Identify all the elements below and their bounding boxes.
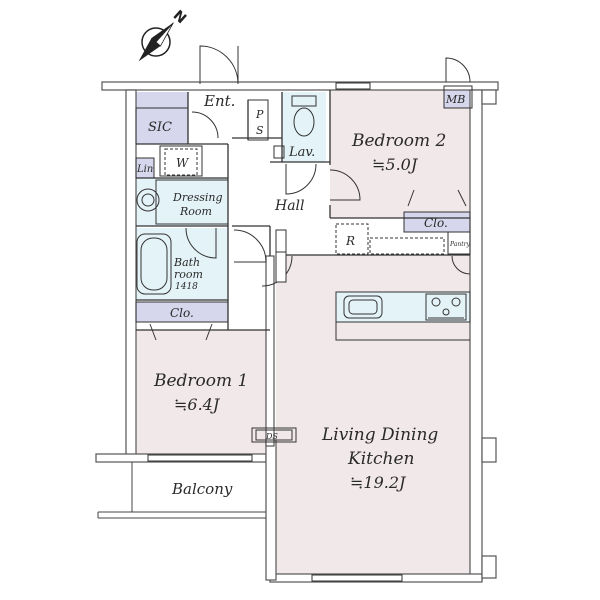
mb-area (444, 86, 472, 108)
pantry-box (447, 231, 471, 255)
doors (149, 45, 471, 341)
pantry-door (451, 255, 471, 275)
mb-label: MB (445, 93, 465, 106)
kitchen-sink (343, 295, 383, 319)
compass: N (138, 7, 189, 62)
closet-b2-door-l (407, 189, 415, 207)
left-wall (125, 89, 137, 461)
lav-area (282, 92, 326, 162)
storage-outlines (135, 85, 473, 443)
linen-area (136, 158, 154, 178)
bedroom1-size: ≒6.4J (174, 395, 221, 414)
sic-top-strip (136, 92, 188, 108)
lav-door (285, 163, 317, 195)
dressing-label-2: Room (179, 205, 212, 218)
lav-label: Lav. (288, 145, 315, 160)
bedroom2-name: Bedroom 2 (351, 131, 446, 151)
fixtures (136, 95, 471, 441)
entrance-door (199, 45, 239, 85)
hall-label: Hall (274, 198, 305, 214)
bedroom1-name: Bedroom 1 (153, 371, 248, 391)
ldk-label-2: Kitchen (347, 449, 414, 469)
right-wall (469, 89, 483, 581)
ps-label-p: P (255, 108, 264, 121)
washbasin (136, 188, 160, 212)
kitchen-counter (335, 291, 471, 323)
sic-label: SIC (148, 120, 172, 135)
mb-door (445, 57, 471, 83)
pantry-label: Pantry (449, 241, 470, 248)
balcony-label: Balcony (171, 480, 233, 498)
closet-b1-door-l (149, 323, 157, 341)
closet-b1-area (136, 302, 228, 322)
bath-label-1: Bath (173, 256, 200, 269)
bath-label-2: room (174, 268, 203, 281)
ldk-label-1: Living Dining (321, 425, 438, 445)
entrance-label: Ent. (203, 92, 235, 110)
windows (147, 82, 403, 582)
bath-size-label: 1418 (175, 282, 198, 292)
labels: Ent. SIC P S Lav. Bedroom 2 ≒5.0J MB W L… (136, 92, 470, 498)
ldk-left-wall (265, 439, 277, 581)
bedroom1-area (136, 330, 270, 454)
dressing-label-1: Dressing (172, 191, 223, 204)
room-fills (136, 86, 472, 577)
closet-b2-area (404, 212, 470, 232)
balcony (97, 462, 266, 519)
closet-b2-label: Clo. (424, 216, 448, 230)
wall-notches (481, 89, 497, 579)
kitchen-counter-area (336, 292, 470, 322)
cooktop (425, 293, 467, 321)
bedroom1-door (233, 229, 267, 263)
ds-label: DS (265, 432, 278, 441)
walls (95, 81, 499, 583)
sic-door (191, 111, 219, 139)
linen-label: Lin (136, 164, 153, 175)
closet-b1-door-r (205, 323, 213, 341)
counter-dashed (369, 237, 445, 255)
refrigerator-box (335, 223, 369, 255)
washer-box (164, 148, 198, 176)
bedroom2-area (330, 88, 470, 218)
bedroom2-door (329, 169, 361, 201)
refrigerator-label: R (345, 234, 355, 248)
sic-area (136, 108, 188, 144)
washer-label: W (176, 156, 190, 170)
bath-area (136, 228, 228, 300)
ds-box (255, 429, 293, 441)
ps-label-s: S (256, 124, 264, 137)
bedroom2-size: ≒5.0J (372, 155, 419, 174)
ldk-size: ≒19.2J (350, 473, 407, 492)
dressing-area (136, 178, 228, 226)
bathtub (136, 233, 172, 295)
toilet (293, 107, 315, 137)
closet-b2-door-r (457, 189, 467, 207)
dressing-door (185, 227, 217, 259)
closet-b1-label: Clo. (170, 306, 194, 320)
top-wall (101, 81, 499, 91)
